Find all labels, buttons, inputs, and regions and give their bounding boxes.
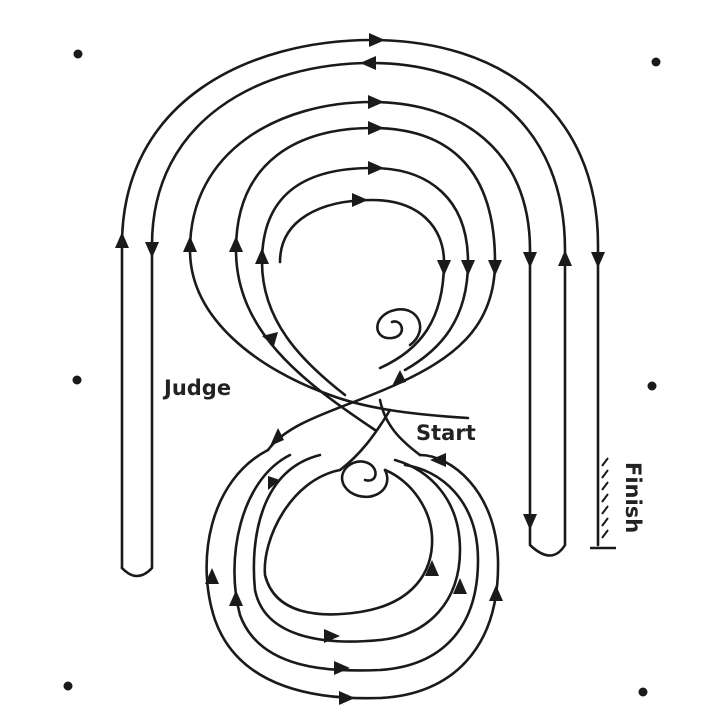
lower-inner-path [263, 468, 434, 616]
arrowhead-icon [270, 428, 284, 446]
third-arch-path [188, 100, 532, 252]
arrowhead-icon [360, 56, 376, 70]
second-arch-path [150, 61, 567, 557]
arrowhead-icon [488, 260, 502, 276]
upper-circle-path [278, 198, 446, 370]
arrowhead-icon [229, 236, 243, 252]
corner-marker-icon [638, 687, 648, 697]
arrowhead-icon [369, 33, 385, 47]
arrowhead-icon [368, 161, 384, 175]
lower-third-path [252, 453, 462, 643]
start-label: Start [416, 421, 476, 445]
corner-marker-icon [647, 381, 657, 391]
corner-marker-icon [63, 681, 73, 691]
upper-left-sweep-2-path [234, 248, 377, 432]
arrowhead-icon [229, 590, 243, 606]
arrowhead-icon [324, 629, 340, 643]
pattern-paths [120, 38, 616, 700]
arrowhead-icon [523, 514, 537, 530]
arrowhead-icon [145, 242, 159, 258]
arrowhead-icon [453, 578, 467, 594]
upper-left-sweep-3-path [260, 260, 347, 397]
lower-spiral-path [340, 460, 389, 499]
arrowhead-icon [523, 252, 537, 268]
arrowhead-icon [334, 661, 350, 675]
lower-outer-path [205, 448, 500, 700]
corner-marker-icon [651, 57, 661, 67]
direction-arrows [115, 33, 605, 705]
arrowhead-icon [352, 193, 368, 207]
left-u-path [120, 243, 154, 578]
fifth-arch-path [260, 166, 470, 264]
arrowhead-icon [368, 95, 384, 109]
lower-second-path [233, 453, 480, 672]
finish-line-marker [590, 457, 616, 550]
arrowhead-icon [255, 248, 269, 264]
arrowhead-icon [591, 252, 605, 268]
upper-right-sweep-2-path [403, 260, 470, 372]
arrowhead-icon [461, 260, 475, 276]
arrowhead-icon [489, 585, 503, 601]
arrowhead-icon [339, 691, 355, 705]
finish-label: Finish [621, 462, 645, 533]
arrowhead-icon [425, 560, 439, 576]
corner-marker-icon [72, 375, 82, 385]
corner-marker-icon [73, 49, 83, 59]
arrowhead-icon [115, 232, 129, 248]
upper-spiral-path [376, 308, 422, 347]
lower-cross-1-path [378, 398, 422, 457]
arrowhead-icon [437, 260, 451, 276]
arrowhead-icon [558, 250, 572, 266]
judge-label: Judge [162, 376, 231, 400]
fourth-arch-path [234, 126, 497, 264]
lower-cross-2-path [338, 408, 392, 472]
arena-markers [63, 49, 661, 697]
arrowhead-icon [268, 476, 280, 490]
arrowhead-icon [392, 370, 406, 386]
upper-left-sweep-path [188, 248, 470, 420]
arrowhead-icon [368, 121, 384, 135]
outer-arch-path [120, 38, 600, 570]
arrowhead-icon [430, 453, 446, 467]
arrowhead-icon [183, 236, 197, 252]
arrowhead-icon [262, 332, 278, 346]
arrowhead-icon [205, 568, 219, 584]
